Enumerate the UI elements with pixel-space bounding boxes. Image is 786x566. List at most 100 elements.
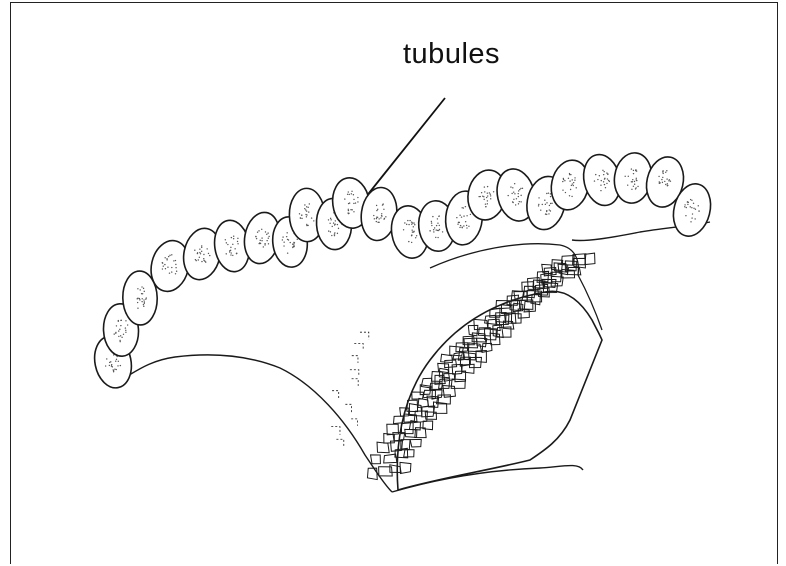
- stipple-dot: [232, 244, 233, 245]
- stipple-dot: [164, 264, 165, 265]
- stipple-dot: [348, 209, 349, 210]
- stipple-dot: [230, 247, 231, 248]
- stipple-dot: [686, 207, 687, 208]
- stipple-dot: [377, 209, 378, 210]
- stipple-dot: [662, 173, 663, 174]
- stipple-dot: [309, 203, 310, 204]
- stipple-dot: [411, 223, 412, 224]
- stipple-dot: [201, 261, 202, 262]
- stipple-dot: [628, 176, 629, 177]
- stipple-dot: [118, 336, 119, 337]
- stipple-dot: [144, 303, 145, 304]
- stipple-dot: [301, 214, 302, 215]
- stipple-dot: [307, 225, 308, 226]
- stipple-dot: [347, 212, 348, 213]
- stipple-dot: [433, 229, 434, 230]
- stipple-dot: [140, 289, 141, 290]
- stipple-dot: [483, 199, 484, 200]
- stipple-dot: [512, 187, 513, 188]
- stipple-dot: [607, 174, 608, 175]
- stipple-dot: [516, 198, 517, 199]
- stipple-dot: [258, 243, 259, 244]
- stipple-dot: [546, 214, 547, 215]
- stipple-dot: [413, 226, 414, 227]
- faint-cell: [352, 379, 359, 386]
- stipple-dot: [465, 221, 466, 222]
- stipple-dot: [230, 254, 231, 255]
- stipple-dot: [106, 358, 107, 359]
- stipple-dot: [203, 258, 204, 259]
- stipple-dot: [376, 210, 377, 211]
- stipple-dot: [413, 231, 414, 232]
- stipple-dot: [119, 329, 120, 330]
- stipple-dot: [406, 224, 407, 225]
- stipple-dot: [353, 194, 354, 195]
- stipple-dot: [569, 180, 570, 181]
- stipple-dot: [635, 187, 636, 188]
- stipple-dot: [143, 306, 144, 307]
- stipple-dot: [511, 193, 512, 194]
- stipple-dot: [146, 297, 147, 298]
- stipple-dot: [268, 238, 269, 239]
- stipple-dot: [301, 218, 302, 219]
- stipple-dot: [352, 209, 353, 210]
- stipple-dot: [168, 256, 169, 257]
- stipple-dot: [432, 216, 433, 217]
- stipple-dot: [546, 211, 547, 212]
- stipple-dot: [603, 181, 604, 182]
- stipple-dot: [466, 225, 467, 226]
- stipple-dot: [661, 179, 662, 180]
- stipple-dot: [607, 178, 608, 179]
- stipple-dot: [459, 227, 460, 228]
- stipple-dot: [565, 192, 566, 193]
- stipple-dot: [260, 240, 261, 241]
- stipple-dot: [540, 209, 541, 210]
- stipple-dot: [353, 211, 354, 212]
- stipple-dot: [332, 226, 333, 227]
- stipple-dot: [518, 190, 519, 191]
- stipple-dot: [662, 171, 663, 172]
- stipple-dot: [550, 203, 551, 204]
- stipple-dot: [337, 233, 338, 234]
- stipple-dot: [282, 236, 283, 237]
- stipple-dot: [268, 243, 269, 244]
- stipple-dot: [550, 196, 551, 197]
- faint-cell: [354, 344, 363, 351]
- stipple-dot: [263, 246, 264, 247]
- stipple-dot: [195, 259, 196, 260]
- stipple-dot: [348, 191, 349, 192]
- stipple-dot: [485, 203, 486, 204]
- stipple-dot: [144, 291, 145, 292]
- stipple-dot: [167, 267, 168, 268]
- stipple-dot: [201, 247, 202, 248]
- stipple-dot: [125, 327, 126, 328]
- stipple-dot: [306, 210, 307, 211]
- stipple-dot: [333, 222, 334, 223]
- stipple-dot: [549, 205, 550, 206]
- stipple-dot: [237, 243, 238, 244]
- stipple-dot: [601, 180, 602, 181]
- stipple-dot: [109, 365, 110, 366]
- stipple-dot: [470, 214, 471, 215]
- stipple-dot: [373, 215, 374, 216]
- stipple-dot: [378, 222, 379, 223]
- stipple-dot: [658, 176, 659, 177]
- stipple-dot: [335, 223, 336, 224]
- stipple-dot: [266, 234, 267, 235]
- stipple-dot: [685, 215, 686, 216]
- stipple-dot: [328, 219, 329, 220]
- stipple-dot: [330, 218, 331, 219]
- stipple-dot: [519, 189, 520, 190]
- stipple-dot: [548, 192, 549, 193]
- stipple-dot: [404, 222, 405, 223]
- stipple-dot: [227, 244, 228, 245]
- stipple-dot: [466, 227, 467, 228]
- stipple-dot: [569, 174, 570, 175]
- stipple-dot: [283, 241, 284, 242]
- stipple-dot: [115, 332, 116, 333]
- stipple-dot: [667, 185, 668, 186]
- stipple-dot: [234, 248, 235, 249]
- stipple-dot: [687, 204, 688, 205]
- stipple-dot: [435, 237, 436, 238]
- stipple-dot: [287, 252, 288, 253]
